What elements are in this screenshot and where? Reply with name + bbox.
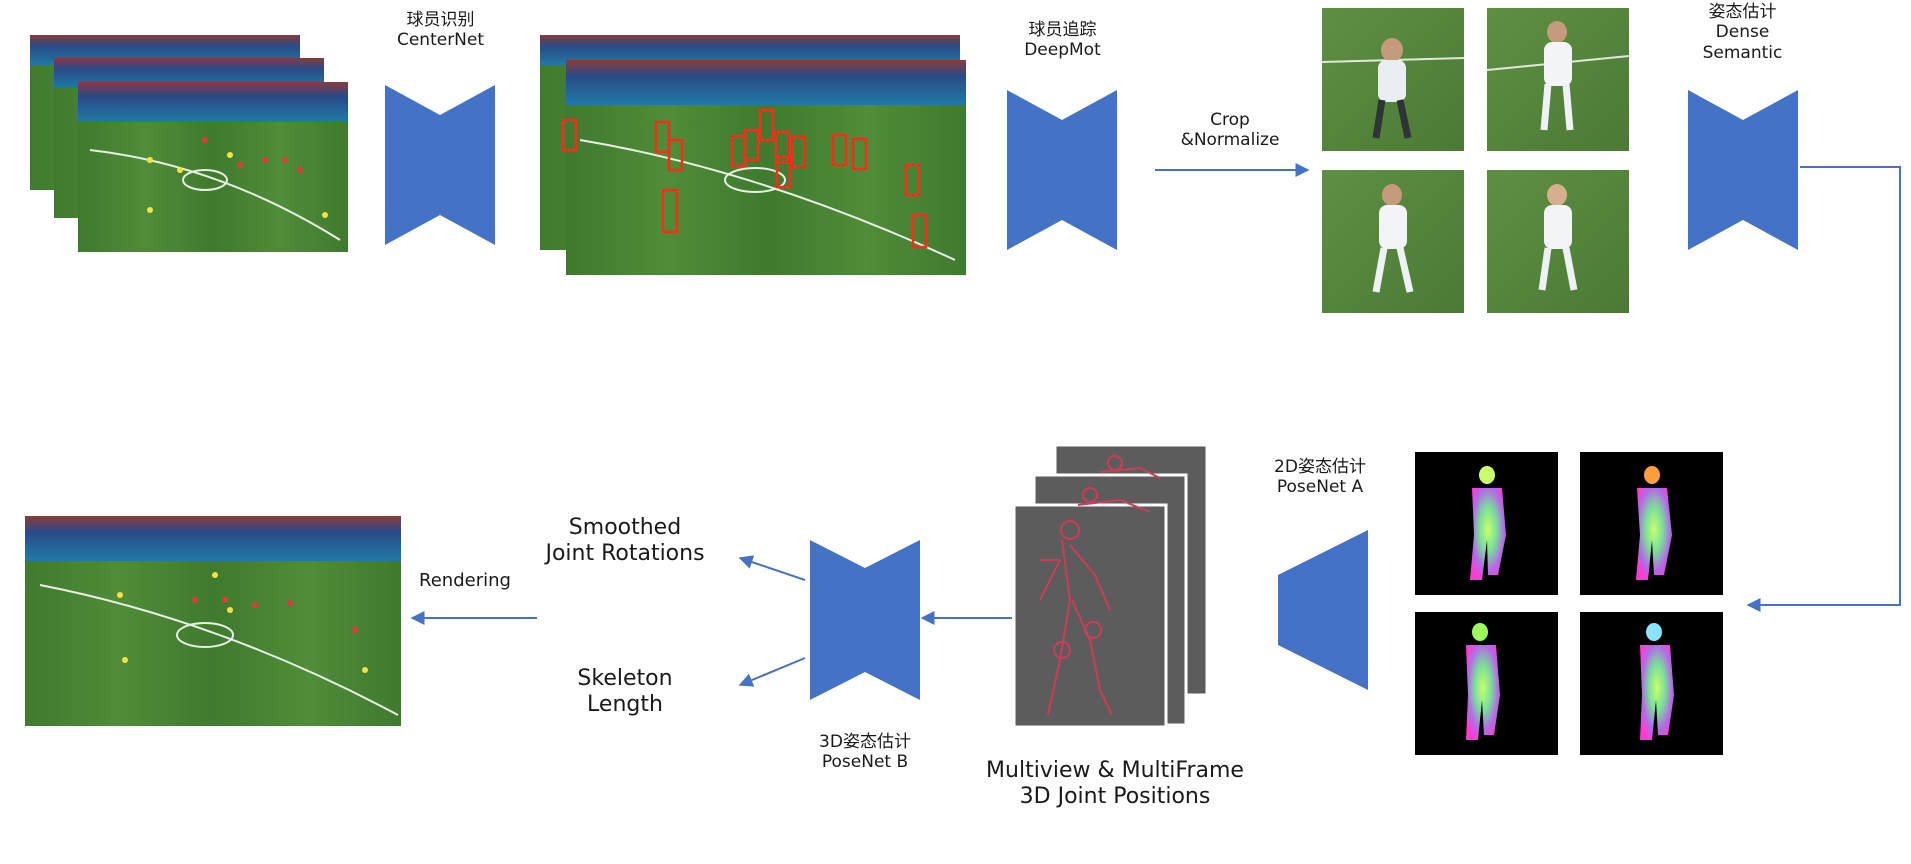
pose-2d-label: 2D姿态估计 PoseNet A <box>1274 457 1366 498</box>
player-tracking-label: 球员追踪 DeepMot <box>1024 20 1101 61</box>
rendered-output-frame <box>25 516 401 726</box>
dense-pose-maps <box>1415 452 1723 755</box>
skeleton-length-arrow <box>738 657 806 687</box>
dense-pose-map-1 <box>1415 452 1558 595</box>
joint-rotations-label: Smoothed Joint Rotations <box>545 515 705 567</box>
cropped-players <box>1321 8 1630 313</box>
rendering-label: Rendering <box>419 570 511 591</box>
input-frame-front <box>78 82 348 252</box>
detection-frames <box>540 35 966 275</box>
cropped-player-4 <box>1487 170 1629 313</box>
input-frames <box>30 35 348 252</box>
rotations-arrow <box>738 555 806 581</box>
dense-pose-map-3 <box>1415 612 1558 755</box>
skeleton-stack <box>1012 443 1209 729</box>
detection-frame-front <box>561 60 966 275</box>
deepmot-network-icon <box>1007 90 1117 250</box>
crop-normalize-label: Crop &Normalize <box>1180 110 1280 151</box>
dense-to-2d-connector-arrow <box>1746 166 1901 612</box>
dense-semantic-network-icon <box>1688 90 1798 250</box>
dense-pose-label: 姿态估计 Dense Semantic <box>1702 2 1783 63</box>
cropped-player-1 <box>1321 8 1465 151</box>
pose-3d-label: 3D姿态估计 PoseNet B <box>819 732 911 773</box>
joint-positions-label: Multiview & MultiFrame 3D Joint Position… <box>986 758 1244 810</box>
centernet-network-icon <box>385 85 495 245</box>
player-detection-label: 球员识别 CenterNet <box>396 10 485 51</box>
cropped-player-2 <box>1486 8 1630 151</box>
cropped-player-3 <box>1322 170 1464 313</box>
skeleton-length-label: Skeleton Length <box>577 666 673 718</box>
dense-pose-map-2 <box>1580 452 1723 595</box>
posenet-b-network-icon <box>810 540 920 700</box>
dense-pose-map-4 <box>1580 612 1723 755</box>
posenet-a-network-icon <box>1278 530 1368 690</box>
